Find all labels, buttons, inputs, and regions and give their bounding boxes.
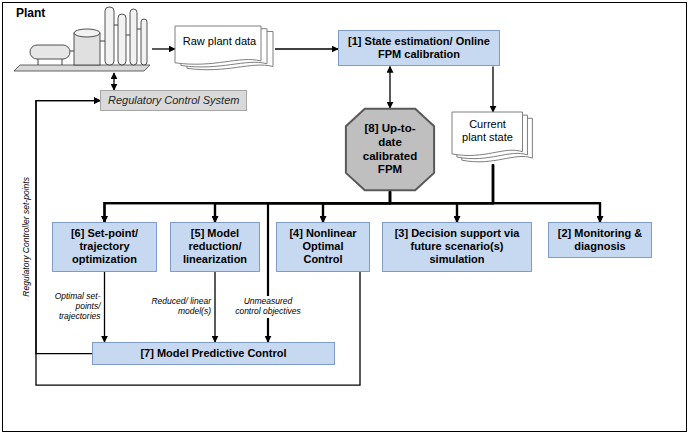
connector xyxy=(104,272,105,342)
connector xyxy=(214,272,215,342)
connector xyxy=(390,191,457,222)
connector xyxy=(152,48,175,49)
node-text: Plant xyxy=(12,5,152,20)
process-box: [6] Set-point/ trajectory optimization xyxy=(52,222,157,272)
connector xyxy=(493,164,600,222)
connector xyxy=(323,191,390,222)
data-document: Current plant state xyxy=(452,112,534,164)
frame-border xyxy=(3,3,687,432)
process-box: [5] Model reduction/ linearization xyxy=(170,222,260,272)
edge-label: Optimal set-points/ trajectories xyxy=(41,292,101,321)
node-text: Regulatory Control System xyxy=(108,94,239,107)
node-text: [7] Model Predictive Control xyxy=(140,347,286,360)
edge-label: Unmeasured control objectives xyxy=(229,296,307,318)
edge-label: Reduced/ linear model(s) xyxy=(151,297,211,317)
process-box: [3] Decision support via future scenario… xyxy=(382,222,532,272)
connector xyxy=(275,48,338,49)
node-text: [2] Monitoring & diagnosis xyxy=(554,227,646,253)
model-octagon: [8] Up-to-date calibrated FPM xyxy=(345,108,435,191)
node-text: [3] Decision support via future scenario… xyxy=(388,227,526,267)
node-text: Raw plant data xyxy=(183,35,256,48)
node-text: [4] Nonlinear Optimal Control xyxy=(282,227,364,267)
document-shape xyxy=(175,26,275,72)
plant-illustration: Plant xyxy=(12,5,152,73)
control-system-box: Regulatory Control System xyxy=(100,90,247,111)
connector xyxy=(105,191,391,222)
node-text: [5] Model reduction/ linearization xyxy=(176,227,254,267)
connector xyxy=(492,66,493,112)
connector xyxy=(457,164,493,222)
process-box: [4] Nonlinear Optimal Control xyxy=(276,222,370,272)
connector xyxy=(390,191,600,222)
node-text: [1] State estimation/ Online FPM calibra… xyxy=(344,35,494,61)
process-box: [2] Monitoring & diagnosis xyxy=(548,222,652,258)
connector xyxy=(113,73,114,90)
connector xyxy=(389,66,390,108)
connector xyxy=(268,191,390,342)
node-text: Current plant state xyxy=(458,118,517,144)
node-text: [6] Set-point/ trajectory optimization xyxy=(58,227,151,267)
edge-label: Regulatory Controller set-points xyxy=(22,177,32,297)
data-document: Raw plant data xyxy=(175,26,275,72)
node-text: [8] Up-to-date calibrated FPM xyxy=(357,122,423,177)
process-box: [1] State estimation/ Online FPM calibra… xyxy=(338,30,500,66)
connector xyxy=(215,191,390,222)
process-box: [7] Model Predictive Control xyxy=(92,342,335,365)
